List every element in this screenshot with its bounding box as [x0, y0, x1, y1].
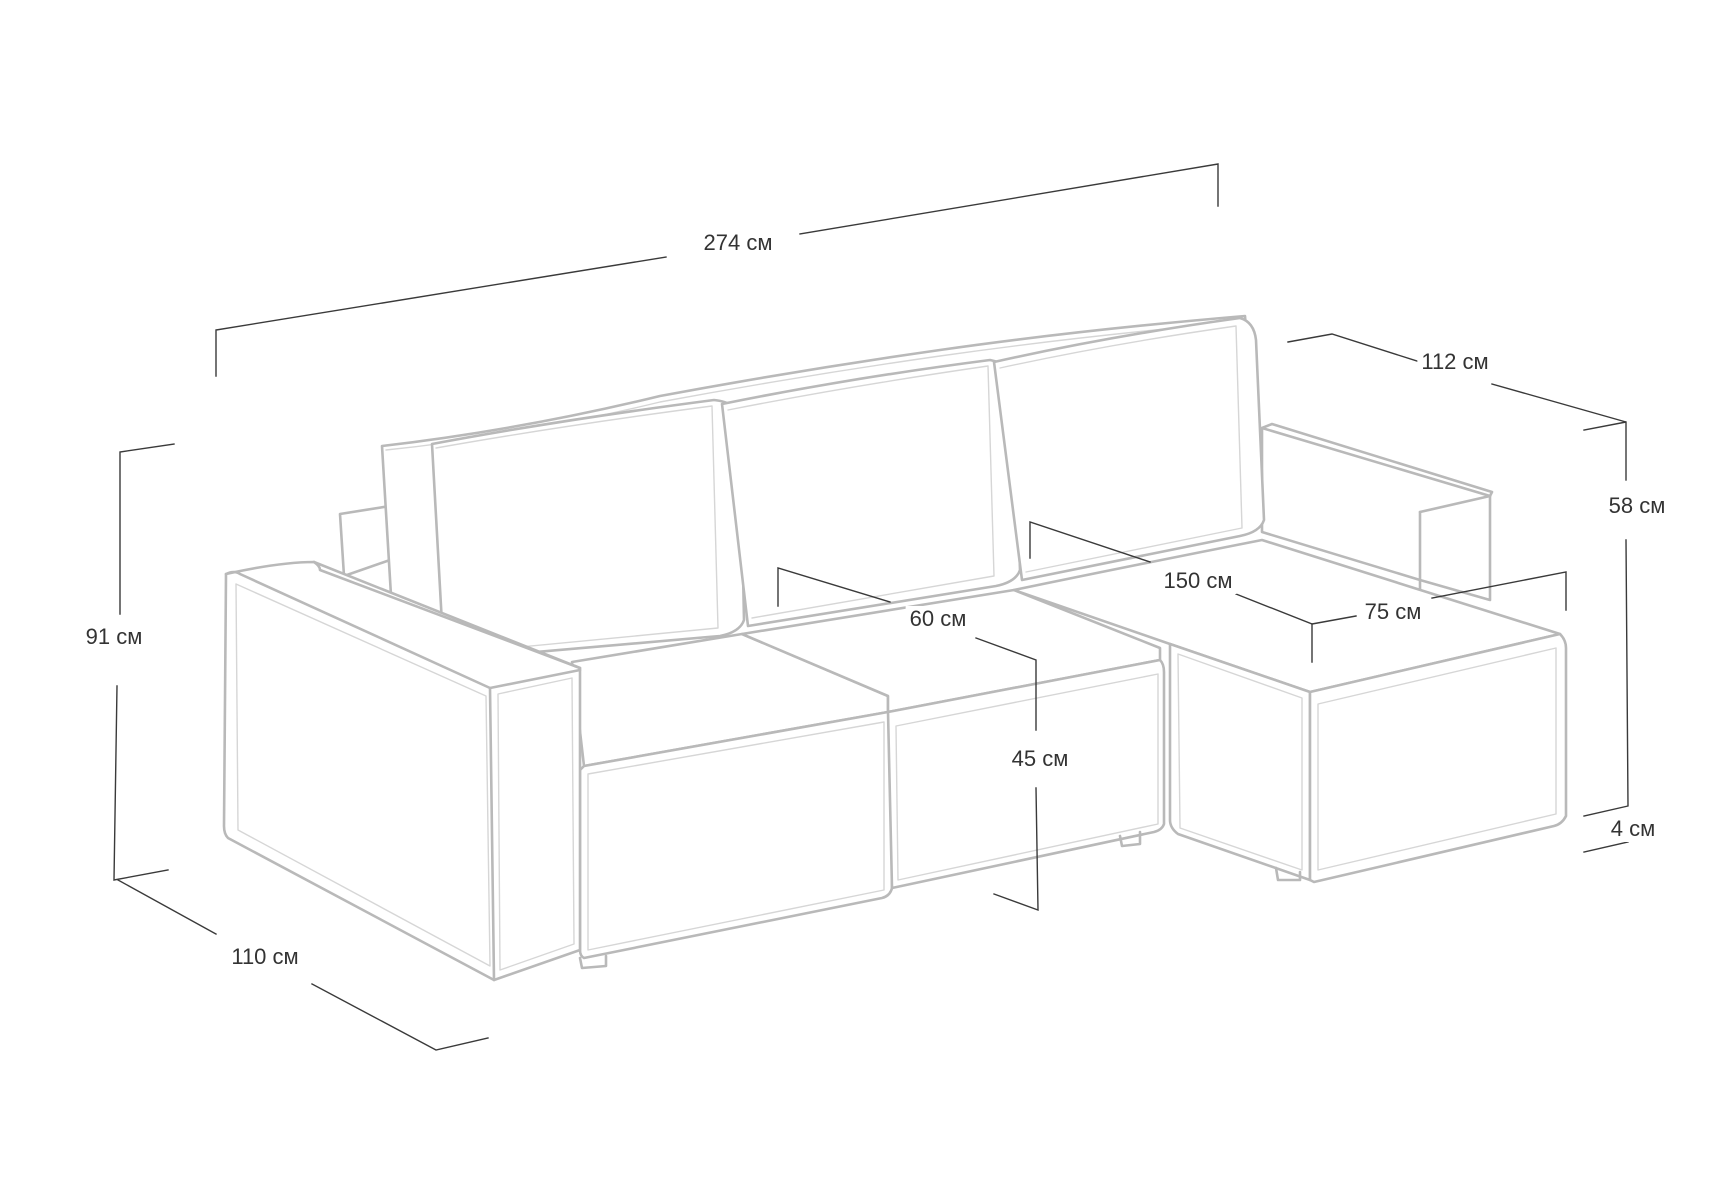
label-leg-height: 4 см: [1606, 816, 1660, 842]
back-cushion-right: [992, 316, 1266, 582]
dim-line-total-width: [215, 256, 667, 377]
dim-line-chaise-width: [1311, 615, 1357, 625]
foot-front: [578, 954, 608, 970]
seat-front-middle: [886, 658, 1166, 890]
label-chaise-width: 75 см: [1360, 599, 1426, 625]
label-total-height: 91 см: [81, 624, 147, 650]
dim-line-chaise-seat: [1029, 521, 1151, 563]
label-seat-depth: 60 см: [905, 606, 971, 632]
label-depth: 110 см: [227, 944, 303, 970]
label-chaise-length: 112 см: [1417, 349, 1493, 375]
dim-line-total-height: [119, 443, 175, 615]
label-seat-height: 45 см: [1007, 746, 1073, 772]
label-chaise-seat: 150 см: [1159, 568, 1237, 594]
back-left-armrest: [338, 504, 392, 578]
label-total-width: 274 см: [699, 230, 777, 256]
chaise-front: [1168, 642, 1312, 882]
label-armrest-height: 58 см: [1604, 493, 1670, 519]
dim-line-depth: [117, 879, 217, 935]
dim-line-chaise-length: [1287, 333, 1421, 363]
back-cushion-left: [430, 398, 746, 662]
dim-line-leg-height: [1583, 841, 1629, 853]
back-cushion-middle: [720, 358, 1022, 628]
sofa: [222, 314, 1568, 982]
dim-line-seat-depth: [777, 567, 891, 607]
dim-line-seat-height: [993, 787, 1039, 912]
front-left-armrest: [222, 560, 582, 982]
dimension-lines: [113, 163, 1629, 1051]
foot-middle: [1118, 830, 1142, 848]
chaise-top: [1012, 538, 1562, 694]
chaise-side: [1308, 632, 1568, 884]
foot-chaise: [1274, 866, 1302, 882]
